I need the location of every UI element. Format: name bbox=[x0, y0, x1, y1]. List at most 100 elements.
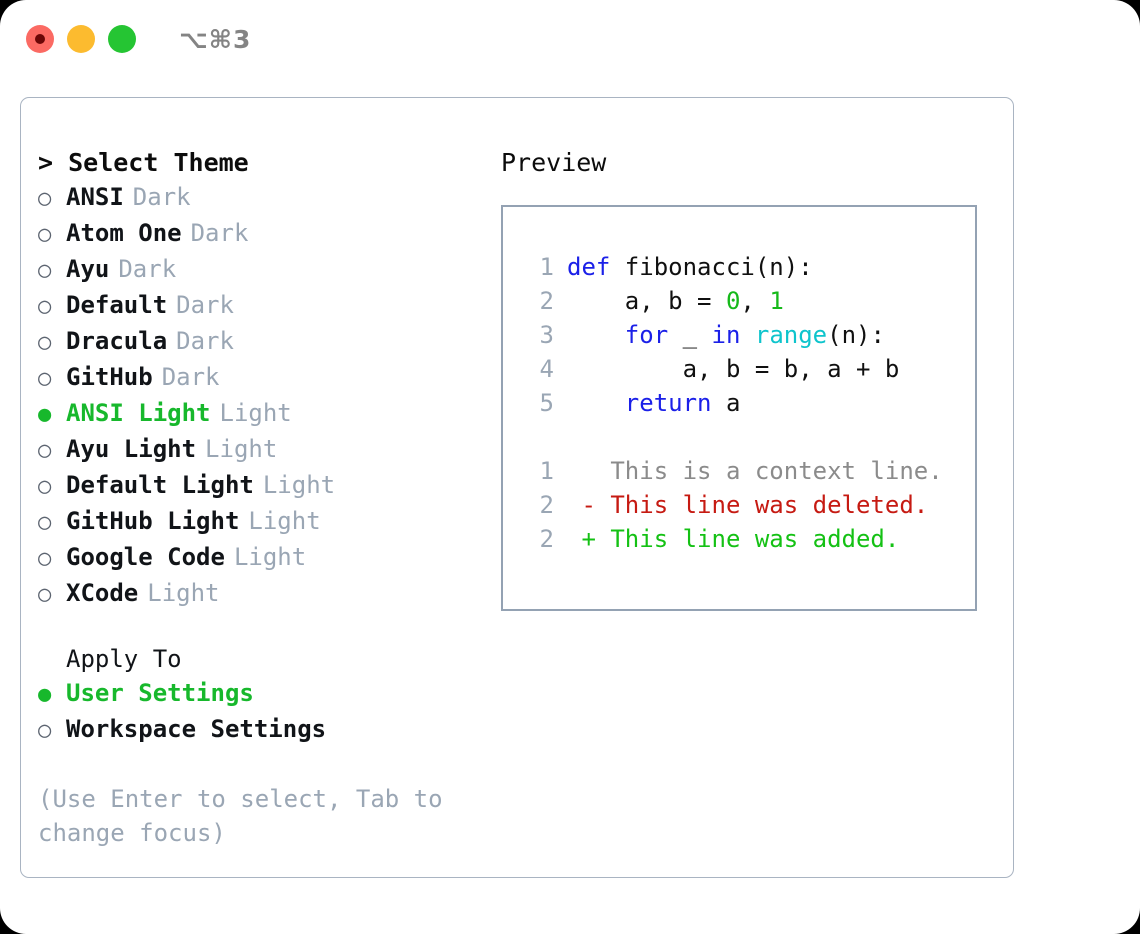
theme-option-label: XCode bbox=[66, 579, 139, 607]
theme-variant-tag: Dark bbox=[118, 255, 177, 283]
theme-option-label: Atom One bbox=[66, 219, 182, 247]
radio-unselected-icon: ○ bbox=[38, 438, 52, 463]
theme-option-github-light[interactable]: ○ GitHub Light Light bbox=[38, 504, 498, 540]
radio-unselected-icon: ○ bbox=[38, 718, 52, 743]
theme-variant-tag: Dark bbox=[190, 219, 249, 247]
line-number: 2 bbox=[539, 525, 554, 553]
theme-variant-tag: Light bbox=[248, 507, 321, 535]
radio-unselected-icon: ○ bbox=[38, 222, 52, 247]
code-token bbox=[740, 321, 754, 349]
code-token: return bbox=[624, 389, 712, 417]
code-token: def bbox=[567, 253, 611, 281]
code-text: a, b = b, a + b bbox=[567, 352, 900, 386]
select-theme-heading: > Select Theme bbox=[38, 148, 249, 177]
line-number: 3 bbox=[539, 321, 554, 349]
line-number: 1 bbox=[539, 253, 554, 281]
apply-to-heading: Apply To bbox=[66, 645, 182, 673]
radio-unselected-icon: ○ bbox=[38, 258, 52, 283]
code-token bbox=[567, 389, 625, 417]
code-token: This is a context line. bbox=[567, 457, 943, 485]
keyboard-shortcut-label: ⌥⌘3 bbox=[179, 24, 252, 54]
theme-variant-tag: Dark bbox=[132, 183, 191, 211]
radio-unselected-icon: ○ bbox=[38, 510, 52, 535]
code-token: a, b = b, a + b bbox=[567, 355, 900, 383]
apply-option-user-settings[interactable]: ● User Settings bbox=[38, 676, 498, 712]
radio-unselected-icon: ○ bbox=[38, 294, 52, 319]
code-text: for _ in range(n): bbox=[567, 318, 885, 352]
code-token: (n): bbox=[827, 321, 885, 349]
line-number: 5 bbox=[539, 389, 554, 417]
code-text: def fibonacci(n): bbox=[567, 250, 813, 284]
radio-unselected-icon: ○ bbox=[38, 474, 52, 499]
theme-option-atom-one[interactable]: ○ Atom One Dark bbox=[38, 216, 498, 252]
window-titlebar: ⌥⌘3 bbox=[0, 0, 1140, 78]
line-number: 4 bbox=[539, 355, 554, 383]
code-token: a bbox=[711, 389, 741, 417]
code-token: fibonacci(n): bbox=[610, 253, 813, 281]
code-token: range bbox=[754, 321, 828, 349]
code-token bbox=[567, 321, 625, 349]
code-token: , bbox=[740, 287, 770, 315]
code-token: 1 bbox=[769, 287, 784, 315]
radio-unselected-icon: ○ bbox=[38, 546, 52, 571]
line-number: 1 bbox=[539, 457, 554, 485]
code-text: return a bbox=[567, 386, 741, 420]
theme-option-ansi[interactable]: ○ ANSI Dark bbox=[38, 180, 498, 216]
code-token: _ bbox=[668, 321, 712, 349]
theme-option-ayu[interactable]: ○ Ayu Dark bbox=[38, 252, 498, 288]
theme-option-label: GitHub bbox=[66, 363, 153, 391]
diff-text: This is a context line. bbox=[567, 454, 943, 488]
code-line: 1 def fibonacci(n): bbox=[520, 250, 975, 284]
theme-option-label: Ayu bbox=[66, 255, 110, 283]
theme-variant-tag: Dark bbox=[176, 327, 234, 355]
code-token: 0 bbox=[725, 287, 741, 315]
apply-option-label: Workspace Settings bbox=[66, 715, 327, 743]
code-line: 5 return a bbox=[520, 386, 975, 420]
theme-variant-tag: Dark bbox=[176, 291, 234, 319]
code-line: 2 a, b = 0, 1 bbox=[520, 284, 975, 318]
line-number: 2 bbox=[539, 491, 554, 519]
theme-variant-tag: Light bbox=[262, 471, 336, 499]
theme-option-label: Ayu Light bbox=[66, 435, 197, 463]
code-token: for bbox=[624, 321, 669, 349]
code-line: 3 for _ in range(n): bbox=[520, 318, 975, 352]
code-spacer bbox=[520, 420, 975, 454]
code-token: - This line was deleted. bbox=[567, 491, 929, 519]
radio-selected-icon: ● bbox=[38, 682, 52, 707]
theme-option-label: GitHub Light bbox=[66, 507, 240, 535]
theme-option-github[interactable]: ○ GitHub Dark bbox=[38, 360, 498, 396]
apply-option-label: User Settings bbox=[66, 679, 254, 707]
theme-option-label: Dracula bbox=[66, 327, 168, 355]
diff-line: 1 This is a context line. bbox=[520, 454, 975, 488]
theme-option-label: ANSI bbox=[66, 183, 124, 211]
code-line: 4 a, b = b, a + b bbox=[520, 352, 975, 386]
theme-option-label: Default Light bbox=[66, 471, 254, 499]
radio-unselected-icon: ○ bbox=[38, 186, 52, 211]
apply-option-workspace-settings[interactable]: ○ Workspace Settings bbox=[38, 712, 498, 748]
zoom-button-icon[interactable] bbox=[108, 25, 136, 53]
close-button-icon[interactable] bbox=[26, 25, 54, 53]
minimize-button-icon[interactable] bbox=[67, 25, 95, 53]
code-token: in bbox=[711, 321, 741, 349]
preview-heading: Preview bbox=[501, 148, 607, 177]
radio-unselected-icon: ○ bbox=[38, 366, 52, 391]
apply-to-list[interactable]: ● User Settings ○ Workspace Settings bbox=[38, 676, 498, 748]
radio-selected-icon: ● bbox=[38, 402, 52, 427]
theme-option-label: Default bbox=[66, 291, 168, 319]
theme-option-default[interactable]: ○ Default Dark bbox=[38, 288, 498, 324]
keyboard-hint-text: (Use Enter to select, Tab to change focu… bbox=[38, 785, 443, 847]
diff-text: + This line was added. bbox=[567, 522, 899, 556]
theme-option-default-light[interactable]: ○ Default Light Light bbox=[38, 468, 498, 504]
theme-variant-tag: Dark bbox=[161, 363, 220, 391]
theme-variant-tag: Light bbox=[233, 543, 307, 571]
